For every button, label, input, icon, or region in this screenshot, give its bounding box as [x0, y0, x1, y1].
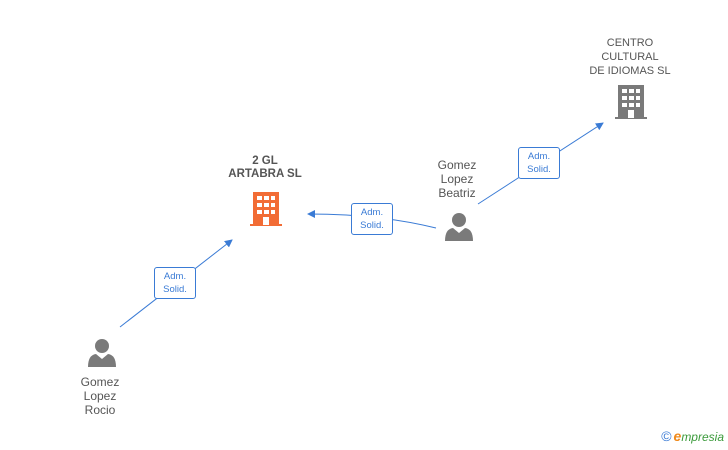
company-label-artabra[interactable]: 2 GL ARTABRA SL — [228, 155, 302, 180]
edge-badge-line2: Solid. — [360, 220, 384, 231]
edge-badge-rocio-artabra[interactable]: Adm. Solid. — [154, 267, 196, 299]
company-label-centro[interactable]: CENTRO CULTURAL DE IDIOMAS SL — [589, 37, 671, 77]
edge-badge-beatriz-centro[interactable]: Adm. Solid. — [518, 147, 560, 179]
building-icon[interactable] — [615, 84, 647, 120]
person-label-rocio[interactable]: Gomez Lopez Rocio — [80, 375, 120, 417]
person-label-beatriz[interactable]: Gomez Lopez Beatriz — [437, 158, 477, 200]
edge-badge-line2: Solid. — [527, 164, 551, 175]
person-icon[interactable] — [87, 338, 117, 368]
edge-badge-beatriz-artabra[interactable]: Adm. Solid. — [351, 203, 393, 235]
empresia-watermark: ©empresia — [661, 428, 724, 444]
edge-badge-line1: Adm. — [163, 271, 187, 282]
building-icon[interactable] — [250, 191, 282, 227]
copyright-icon: © — [661, 428, 672, 444]
edge-badge-line1: Adm. — [360, 207, 384, 218]
person-icon[interactable] — [444, 212, 474, 242]
brand-name: mpresia — [681, 430, 724, 444]
edge-badge-line2: Solid. — [163, 284, 187, 295]
brand-initial: e — [673, 428, 682, 444]
edge-badge-line1: Adm. — [527, 151, 551, 162]
